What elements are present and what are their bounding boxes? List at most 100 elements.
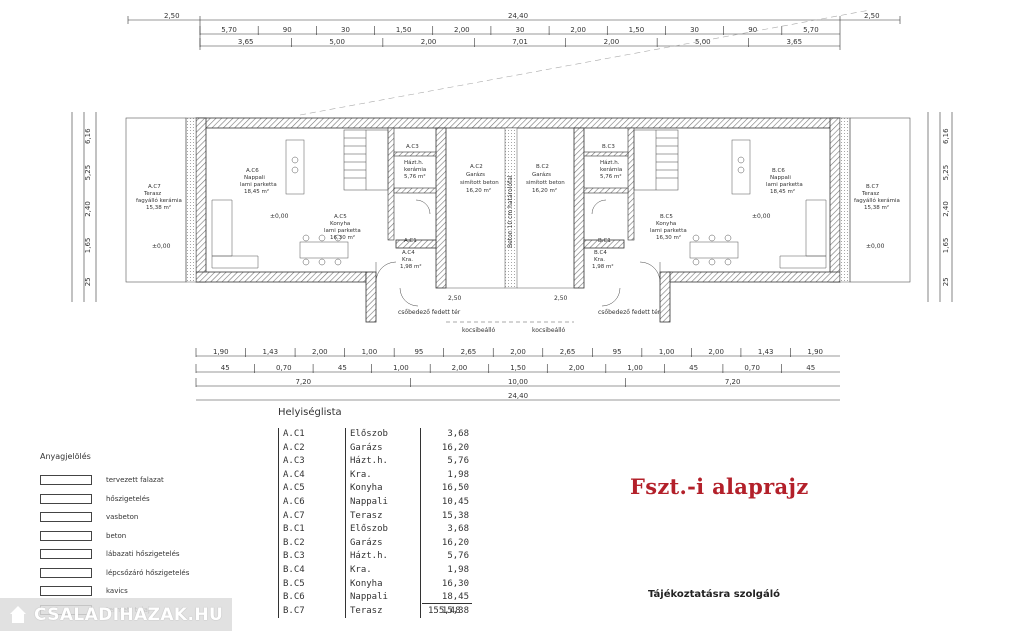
room-list-name: Kra.	[345, 468, 421, 483]
page-title: Fszt.-i alaprajz	[630, 474, 809, 499]
dim-side-left-value: 5,25	[84, 165, 92, 181]
dim-bottom-row2-value: 2,00	[569, 364, 585, 372]
dim-bottom-row2-value: 45	[221, 364, 230, 372]
dim-bottom-row2-value: 45	[338, 364, 347, 372]
dim-bottom-row1-value: 95	[414, 348, 423, 356]
room-a-c3-area: 5,76 m²	[404, 173, 426, 180]
legend-swatch	[40, 475, 92, 486]
room-list-area: 16,20	[420, 441, 473, 456]
room-b-c6-code: B.C6	[772, 168, 785, 174]
room-a-c2-finish: simított beton	[460, 179, 499, 186]
room-list-code: A.C2	[278, 441, 346, 456]
room-b-c2-code: B.C2	[536, 164, 549, 170]
room-list-code: B.C3	[278, 550, 346, 564]
rooms-a: A.C7 Terasz fagyálló kerámia 15,38 m² A.…	[136, 144, 499, 270]
legend-label: kavics	[106, 587, 128, 596]
watermark-text: CSALADIHAZAK.HU	[34, 604, 224, 625]
room-b-c2-area: 16,20 m²	[532, 187, 557, 194]
room-list-name: Házt.h.	[345, 550, 421, 564]
room-list-code: B.C1	[278, 523, 346, 537]
dim-side-left-value: 25	[84, 277, 92, 286]
room-a-c2-code: A.C2	[470, 164, 483, 170]
room-list-name: Házt.h.	[345, 455, 421, 469]
dim-bottom-row2-value: 45	[689, 364, 698, 372]
furniture-b	[689, 139, 827, 269]
entry-label-b: csőbedező fedett tér	[598, 309, 661, 316]
terrace-a	[125, 117, 187, 283]
room-b-c5-name: Konyha	[656, 221, 676, 227]
dim-side-right-value: 25	[942, 277, 950, 286]
room-list-name: Konyha	[345, 577, 421, 592]
exterior-walls	[185, 117, 851, 323]
room-list-code: A.C7	[278, 509, 346, 524]
side-dimension-lines	[71, 112, 953, 302]
dim-bottom-row1-value: 1,90	[213, 348, 229, 356]
top-dimensions	[127, 16, 901, 50]
dim-side-left-value: 1,65	[84, 238, 92, 254]
room-a-c2-name: Garázs	[466, 171, 485, 178]
room-b-c3-area: 5,76 m²	[600, 173, 622, 180]
dim-bottom-row1-value: 2,65	[560, 348, 576, 356]
room-list-name: Garázs	[345, 536, 421, 551]
dim-bottom-row2-value: 2,00	[452, 364, 468, 372]
garage-door-width-a: 2,50	[448, 295, 462, 302]
room-b-c3-code: B.C3	[602, 144, 615, 150]
dim-side-right-value: 1,65	[942, 238, 950, 254]
room-a-c3-finish: kerámia	[404, 166, 426, 173]
room-list-code: B.C4	[278, 563, 346, 578]
staircase-b	[633, 129, 679, 191]
dim-side-right-value: 6,16	[942, 128, 950, 144]
dim-top-overall: 24,40	[508, 12, 528, 20]
watermark-banner: CSALADIHAZAK.HU	[0, 598, 232, 631]
level-a: ±0,00	[270, 213, 289, 220]
legend-item: hőszigetelés	[40, 490, 240, 509]
dim-bottom-row3-value: 7,20	[296, 378, 312, 386]
room-b-c6-finish: lami parketta	[766, 182, 803, 188]
garage-door-width-b: 2,50	[554, 295, 568, 302]
room-a-c6-name: Nappali	[244, 175, 265, 181]
room-b-c6-area: 18,45 m²	[770, 188, 795, 195]
room-list-name: Nappali	[345, 495, 421, 510]
room-b-c2-finish: simított beton	[526, 179, 565, 186]
dim-top-row2-value: 2,00	[454, 26, 470, 34]
room-list-code: A.C1	[278, 428, 346, 442]
room-b-c5-finish: lami parketta	[650, 228, 687, 234]
dim-bottom-row1-value: 1,43	[263, 348, 279, 356]
dim-top-row3-value: 7,01	[512, 38, 528, 46]
room-b-c7-area: 15,38 m²	[864, 204, 889, 211]
dim-top-row2-value: 30	[690, 26, 699, 34]
legend-label: lépcsőzáró hőszigetelés	[106, 568, 190, 577]
info-note: Tájékoztatásra szolgáló	[648, 589, 781, 600]
room-b-c2-name: Garázs	[532, 171, 551, 178]
room-a-c1-code: A.C1	[404, 238, 417, 244]
room-b-c7-finish: fagyálló kerámia	[854, 197, 900, 204]
dim-side-left-value: 2,40	[84, 201, 92, 217]
legend-label: vasbeton	[106, 513, 139, 522]
dim-top-row3-value: 2,00	[604, 38, 620, 46]
room-b-c4-name: Kra.	[594, 257, 605, 263]
room-b-c6-name: Nappali	[770, 175, 791, 181]
room-list-name: Előszob	[345, 523, 421, 537]
legend-swatch	[40, 549, 92, 560]
room-list-code: B.C2	[278, 536, 346, 551]
legend-item: tervezett falazat	[40, 471, 240, 490]
room-a-c4-code: A.C4	[402, 250, 415, 256]
room-list-area: 5,76	[420, 455, 473, 469]
dim-bottom-row1-value: 2,00	[312, 348, 328, 356]
roof-outline-line	[299, 9, 871, 116]
room-list-name: Konyha	[345, 482, 421, 496]
room-a-c5-name: Konyha	[330, 221, 350, 227]
dim-top-row2-value: 5,70	[803, 26, 819, 34]
legend-item: vasbeton	[40, 508, 240, 527]
